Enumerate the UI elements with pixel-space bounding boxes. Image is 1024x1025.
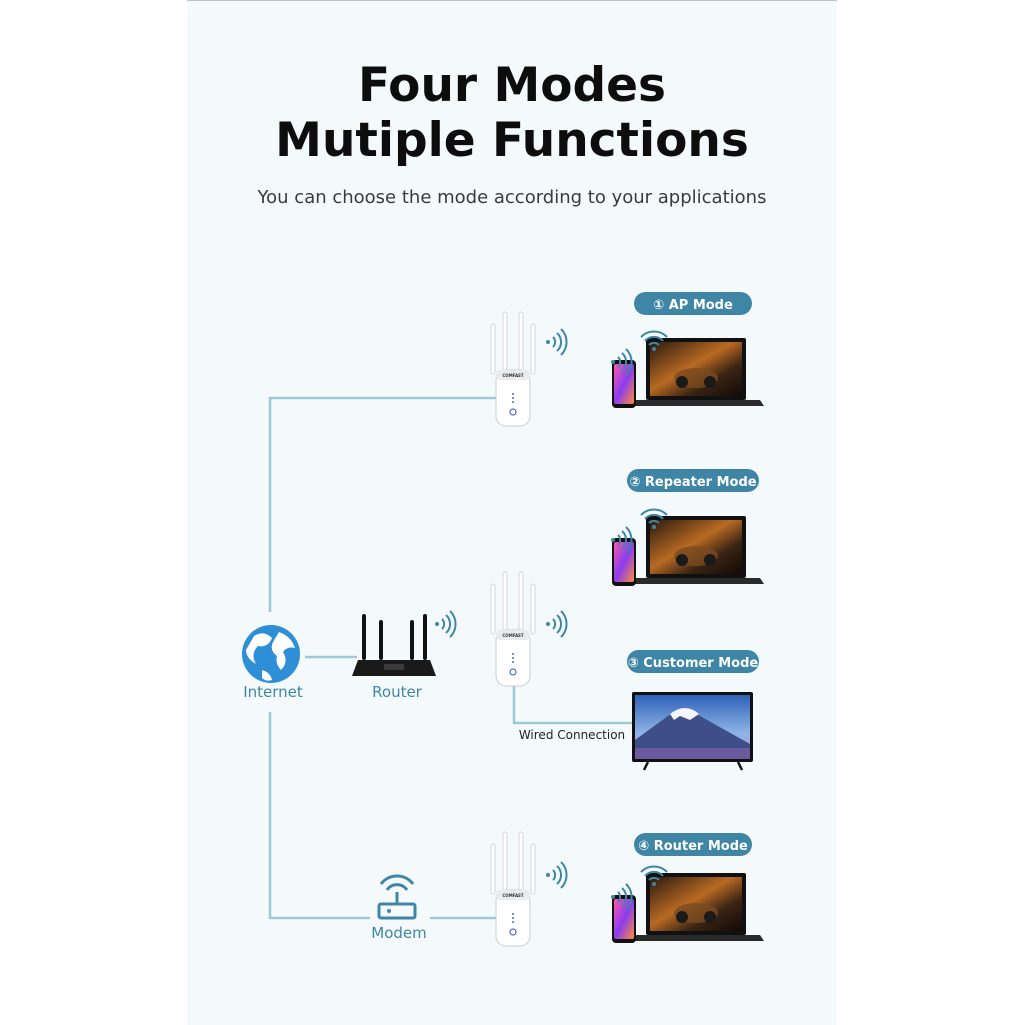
mode-label-customer: ③ Customer Mode <box>628 656 759 671</box>
mode-pill-router: ④ Router Mode <box>634 833 752 856</box>
mode-label-repeater: ② Repeater Mode <box>629 475 756 490</box>
title-line-2: Mutiple Functions <box>275 113 749 168</box>
clients-ap <box>612 338 764 408</box>
router-icon <box>352 614 436 676</box>
modem-icon <box>377 874 417 920</box>
mode-pill-ap: ① AP Mode <box>634 292 752 315</box>
modem-label: Modem <box>371 924 426 942</box>
clients-repeater <box>612 516 764 586</box>
line-modem <box>268 712 370 920</box>
internet-label: Internet <box>243 683 303 701</box>
subtitle: You can choose the mode according to you… <box>257 187 767 208</box>
line-wired <box>512 682 632 725</box>
mode-label-router: ④ Router Mode <box>638 839 748 854</box>
extender-router <box>490 831 536 947</box>
extender-router-wifi-icon <box>545 861 568 889</box>
tv-icon <box>632 692 753 771</box>
line-ap <box>268 396 497 612</box>
extender-ap-wifi-icon <box>545 328 568 356</box>
clients-router <box>612 873 764 943</box>
title-line-1: Four Modes <box>357 58 667 113</box>
globe-icon <box>242 625 300 683</box>
router-wifi-icon <box>434 610 457 638</box>
extender-repeater-wifi-icon <box>545 610 568 638</box>
extender-repeater <box>490 571 536 687</box>
mode-pill-customer: ③ Customer Mode <box>627 650 759 673</box>
extender-ap <box>490 311 536 427</box>
mode-pill-repeater: ② Repeater Mode <box>627 469 759 492</box>
wired-connection-label: Wired Connection <box>519 728 625 742</box>
router-label: Router <box>372 683 423 701</box>
mode-label-ap: ① AP Mode <box>653 298 733 313</box>
